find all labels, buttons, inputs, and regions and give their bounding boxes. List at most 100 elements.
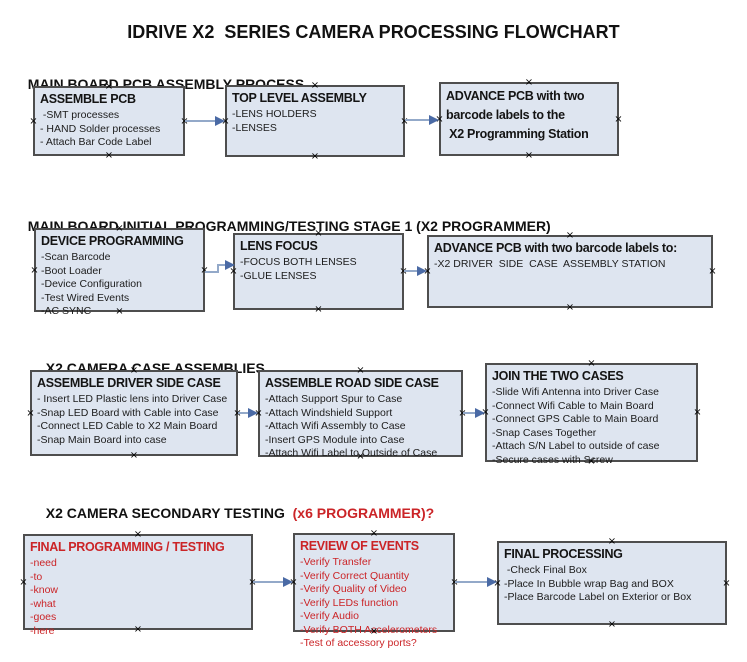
flow-box-top-level-assembly: × × × × TOP LEVEL ASSEMBLY -LENS HOLDERS… — [221, 81, 408, 162]
box-item: -Insert GPS Module into Case — [265, 433, 405, 446]
flow-box-assemble-pcb: × × × × ASSEMBLE PCB -SMT processes- HAN… — [29, 82, 188, 161]
box-title: TOP LEVEL ASSEMBLY — [232, 91, 367, 105]
connection-point-icon: × — [129, 450, 139, 461]
box-item: -Verify LEDs function — [300, 596, 399, 609]
box-item: -Slide Wifi Antenna into Driver Case — [492, 386, 659, 398]
connection-point-icon: × — [30, 264, 39, 276]
box-item: -Attach S/N Label to outside of case — [492, 440, 660, 452]
box-item: -what — [30, 597, 56, 610]
connection-point-icon: × — [310, 151, 320, 162]
box-item: -Attach Wifi Assembly to Case — [265, 420, 406, 432]
flow-box-final-programming-testing: × × × × FINAL PROGRAMMING / TESTING -nee… — [19, 530, 256, 637]
box-item: X2 Programming Station — [446, 127, 589, 141]
connection-point-icon: × — [614, 113, 623, 125]
flow-box-join-the-two-cases: × × × × JOIN THE TWO CASES -Slide Wifi A… — [481, 359, 701, 467]
connector-arrow — [238, 408, 258, 418]
flow-box-advance-pcb-driver-side-station: × × × × ADVANCE PCB with two barcode lab… — [423, 231, 716, 313]
box-item: -Secure cases with Screw — [492, 453, 613, 466]
box-item: -SMT processes — [40, 109, 120, 121]
box-items: -Scan Barcode-Boot Loader-Device Configu… — [41, 251, 198, 319]
connector-arrow — [405, 115, 439, 125]
box-item: -Verify BOTH Accelerometers — [300, 623, 438, 636]
connection-point-icon: × — [133, 529, 143, 540]
box-item: -Attach Wifi Label to Outside of Case — [265, 447, 438, 459]
box-item: - Insert LED Plastic lens into Driver Ca… — [37, 393, 228, 405]
connector-elbow-arrow — [205, 260, 235, 273]
box-items: barcode labels to the X2 Programming Sta… — [446, 106, 612, 144]
box-item: -Check Final Box — [504, 564, 587, 576]
flow-box-lens-focus: × × × × LENS FOCUS -FOCUS BOTH LENSES-GL… — [229, 229, 407, 315]
connector-arrow — [463, 408, 485, 418]
box-item: -Device Configuration — [41, 278, 142, 290]
connection-point-icon: × — [708, 266, 717, 277]
box-item: -Verify Audio — [300, 610, 359, 622]
box-item: -Scan Barcode — [41, 251, 111, 263]
box-items: -need-to-know-what-goes-here — [30, 557, 246, 638]
connection-point-icon: × — [565, 302, 575, 313]
connector-arrow — [253, 577, 293, 587]
box-items: -Slide Wifi Antenna into Driver Case-Con… — [492, 386, 691, 467]
flow-box-assemble-driver-side-case: × × × × ASSEMBLE DRIVER SIDE CASE - Inse… — [26, 366, 241, 461]
box-items: - Insert LED Plastic lens into Driver Ca… — [37, 393, 231, 447]
box-item: -Verify Quality of Video — [300, 583, 407, 595]
connection-point-icon: × — [26, 407, 35, 419]
box-items: -SMT processes- HAND Solder processes- A… — [40, 109, 178, 150]
section-heading-red-text: (x6 PROGRAMMER)? — [284, 505, 435, 521]
box-item: - Attach Bar Code Label — [40, 136, 152, 148]
box-title: FINAL PROCESSING — [504, 547, 623, 561]
connection-point-icon: × — [369, 528, 379, 539]
connection-point-icon: × — [587, 358, 596, 369]
connection-point-icon: × — [524, 150, 534, 161]
box-item: -Attach Support Spur to Case — [265, 393, 403, 405]
box-item: -goes — [30, 611, 57, 623]
box-item: -LENS HOLDERS — [232, 108, 317, 120]
box-item: -Snap LED Board with Cable into Case — [37, 406, 219, 419]
box-item: -LENSES — [232, 121, 277, 134]
box-item: barcode labels to the — [446, 108, 565, 122]
box-title: ADVANCE PCB with two — [446, 89, 585, 103]
box-item: -Verify Correct Quantity — [300, 569, 410, 582]
box-item: -Connect GPS Cable to Main Board — [492, 413, 659, 425]
box-item: -to — [30, 570, 43, 583]
box-items: -X2 DRIVER SIDE CASE ASSEMBLY STATION — [434, 258, 706, 272]
connection-point-icon: × — [524, 77, 534, 88]
box-item: -AC SYNC — [41, 305, 92, 317]
connection-point-icon: × — [356, 365, 365, 376]
box-title: LENS FOCUS — [240, 239, 318, 253]
connection-point-icon: × — [29, 115, 38, 127]
box-item: -know — [30, 584, 59, 596]
box-items: -FOCUS BOTH LENSES-GLUE LENSES — [240, 256, 397, 283]
section-heading-secondary-testing: X2 CAMERA SECONDARY TESTING (x6 PROGRAMM… — [38, 489, 434, 521]
box-item: -Attach Windshield Support — [265, 406, 393, 419]
box-items: -LENS HOLDERS-LENSES — [232, 108, 398, 135]
flow-box-advance-pcb-programming-station: × × × × ADVANCE PCB with two barcode lab… — [435, 78, 622, 161]
flow-box-device-programming: × × × × DEVICE PROGRAMMING -Scan Barcode… — [30, 224, 208, 318]
box-title: FINAL PROGRAMMING / TESTING — [30, 540, 225, 554]
connector-arrow — [455, 577, 497, 587]
box-item: - HAND Solder processes — [40, 122, 161, 135]
box-title: DEVICE PROGRAMMING — [41, 234, 184, 248]
box-item: -FOCUS BOTH LENSES — [240, 256, 357, 268]
connection-point-icon: × — [565, 230, 575, 241]
box-item: -need — [30, 557, 57, 569]
connection-point-icon: × — [607, 536, 617, 547]
box-item: -Test of accessory ports? — [300, 637, 417, 649]
box-item: -Test Wired Events — [41, 291, 130, 304]
box-item: -Verify Transfer — [300, 556, 372, 568]
connection-point-icon: × — [693, 407, 702, 418]
box-item: -Boot Loader — [41, 264, 102, 277]
box-item: -Connect Wifi Cable to Main Board — [492, 399, 654, 412]
box-title: ASSEMBLE DRIVER SIDE CASE — [37, 376, 221, 390]
connector-arrow — [185, 116, 225, 126]
box-item: -here — [30, 624, 55, 637]
box-item: -Place In Bubble wrap Bag and BOX — [504, 577, 674, 590]
box-title: REVIEW OF EVENTS — [300, 539, 419, 553]
flow-box-final-processing: × × × × FINAL PROCESSING -Check Final Bo… — [493, 537, 730, 630]
box-items: -Check Final Box-Place In Bubble wrap Ba… — [504, 564, 720, 605]
box-item: -X2 DRIVER SIDE CASE ASSEMBLY STATION — [434, 258, 666, 270]
connector-arrow — [404, 266, 427, 276]
page-title: IDRIVE X2 SERIES CAMERA PROCESSING FLOWC… — [127, 22, 620, 42]
box-item: -Snap Cases Together — [492, 426, 597, 439]
box-items: -Verify Transfer-Verify Correct Quantity… — [300, 556, 448, 651]
connection-point-icon: × — [19, 576, 28, 588]
